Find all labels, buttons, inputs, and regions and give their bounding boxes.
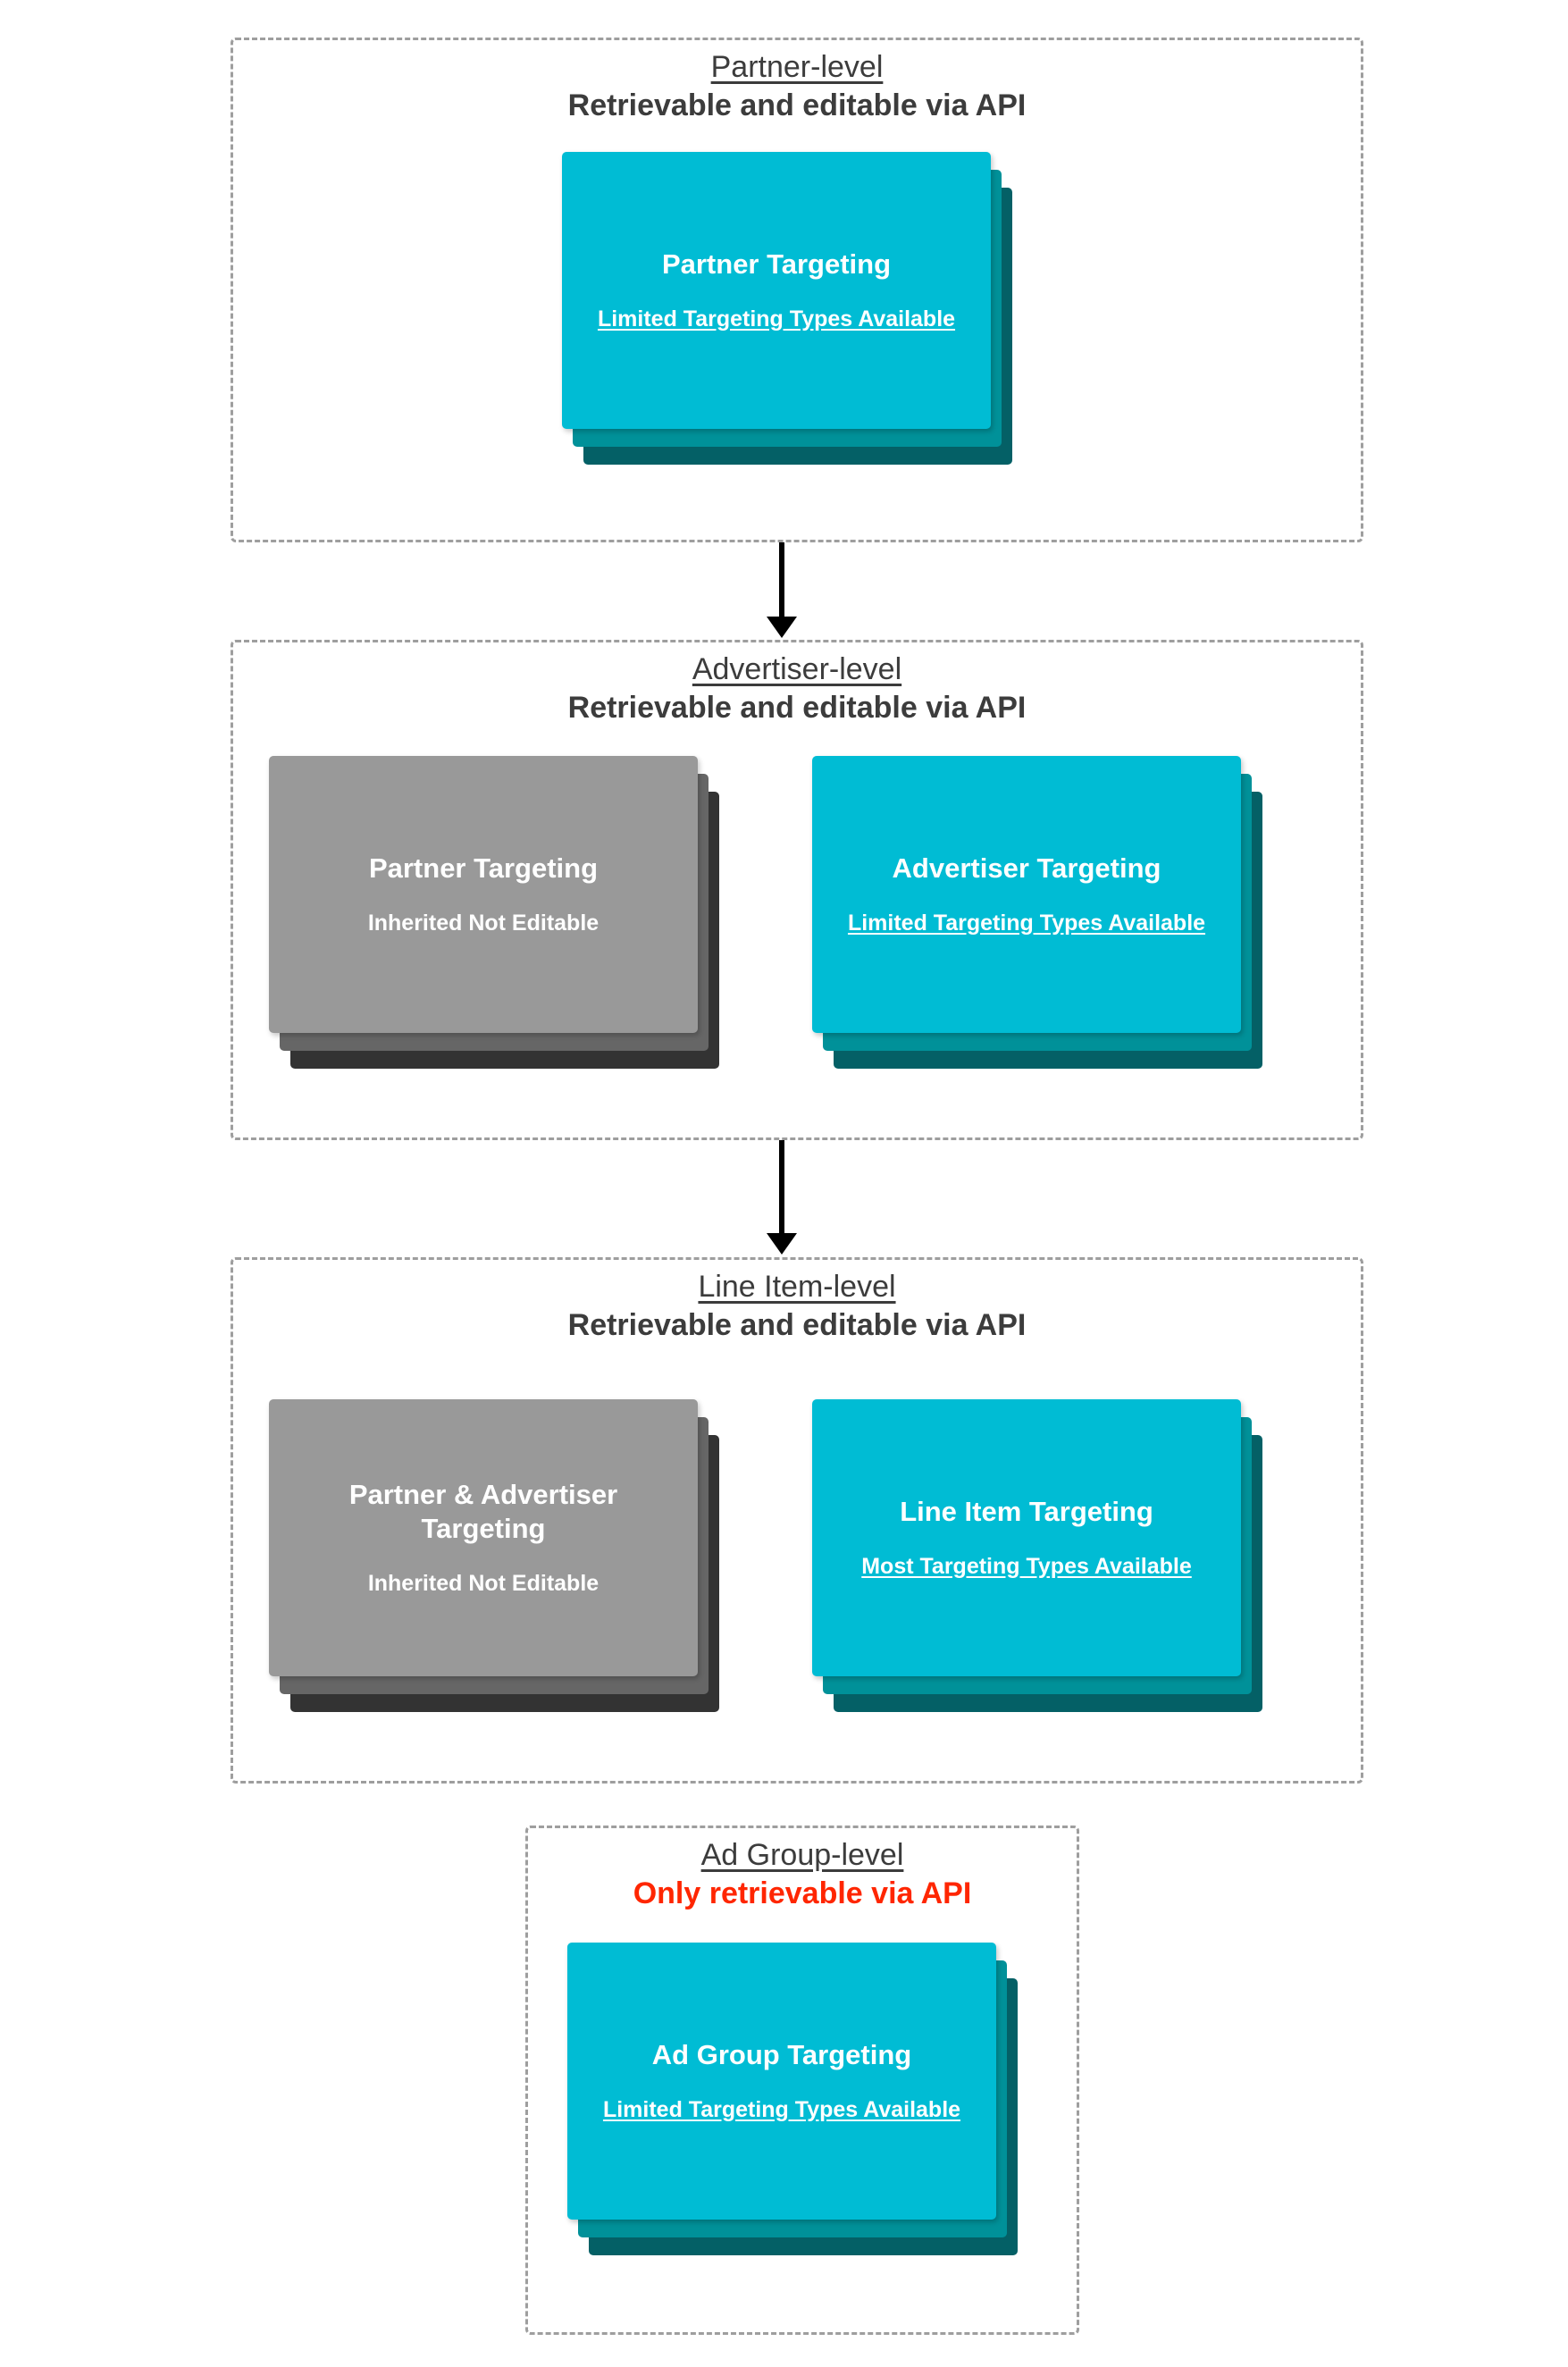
arrow-advertiser-to-line-item (767, 1140, 797, 1255)
level-heading-ad-group: Ad Group-level Only retrievable via API (528, 1837, 1077, 1913)
card-stack-partner-targeting: Partner Targeting Limited Targeting Type… (562, 152, 1012, 465)
card-title: Ad Group Targeting (651, 2039, 912, 2070)
level-title: Partner-level (710, 50, 884, 84)
card-title: Advertiser Targeting (892, 852, 1161, 884)
card-note: Inherited Not Editable (367, 1571, 600, 1597)
card-stack-advertiser-targeting: Advertiser Targeting Limited Targeting T… (812, 756, 1262, 1069)
card-partner-targeting[interactable]: Partner Targeting Limited Targeting Type… (562, 152, 991, 429)
level-subtitle: Retrievable and editable via API (567, 88, 1027, 123)
card-stack-partner-advertiser-targeting-inherited: Partner & Advertiser Targeting Inherited… (269, 1399, 719, 1712)
level-title: Ad Group-level (700, 1838, 904, 1872)
card-note: Limited Targeting Types Available (602, 2096, 961, 2122)
card-title: Line Item Targeting (900, 1496, 1153, 1527)
level-heading-partner: Partner-level Retrievable and editable v… (233, 49, 1361, 125)
level-container-advertiser: Advertiser-level Retrievable and editabl… (231, 640, 1363, 1140)
level-container-line-item: Line Item-level Retrievable and editable… (231, 1257, 1363, 1784)
level-heading-line-item: Line Item-level Retrievable and editable… (233, 1269, 1361, 1345)
card-stack-ad-group-targeting: Ad Group Targeting Limited Targeting Typ… (567, 1943, 1018, 2255)
level-container-ad-group: Ad Group-level Only retrievable via API … (525, 1826, 1079, 2335)
card-title: Partner Targeting (661, 248, 892, 280)
level-heading-advertiser: Advertiser-level Retrievable and editabl… (233, 651, 1361, 727)
card-note: Limited Targeting Types Available (597, 306, 956, 332)
card-note: Inherited Not Editable (367, 910, 600, 936)
card-note: Limited Targeting Types Available (847, 910, 1206, 936)
card-ad-group-targeting[interactable]: Ad Group Targeting Limited Targeting Typ… (567, 1943, 996, 2220)
arrow-partner-to-advertiser (767, 542, 797, 638)
card-title: Partner Targeting (368, 852, 599, 884)
level-subtitle: Retrievable and editable via API (567, 691, 1027, 726)
level-title: Line Item-level (698, 1270, 896, 1304)
card-partner-advertiser-targeting-inherited[interactable]: Partner & Advertiser Targeting Inherited… (269, 1399, 698, 1676)
level-subtitle: Retrievable and editable via API (567, 1308, 1027, 1343)
level-container-partner: Partner-level Retrievable and editable v… (231, 38, 1363, 542)
card-line-item-targeting[interactable]: Line Item Targeting Most Targeting Types… (812, 1399, 1241, 1676)
level-title: Advertiser-level (692, 652, 902, 686)
card-title: Partner & Advertiser Targeting (348, 1478, 618, 1545)
card-note: Most Targeting Types Available (861, 1553, 1192, 1579)
card-partner-targeting-inherited[interactable]: Partner Targeting Inherited Not Editable (269, 756, 698, 1033)
level-subtitle-warning: Only retrievable via API (633, 1876, 972, 1911)
card-advertiser-targeting[interactable]: Advertiser Targeting Limited Targeting T… (812, 756, 1241, 1033)
card-stack-line-item-targeting: Line Item Targeting Most Targeting Types… (812, 1399, 1262, 1712)
card-stack-partner-targeting-inherited: Partner Targeting Inherited Not Editable (269, 756, 719, 1069)
